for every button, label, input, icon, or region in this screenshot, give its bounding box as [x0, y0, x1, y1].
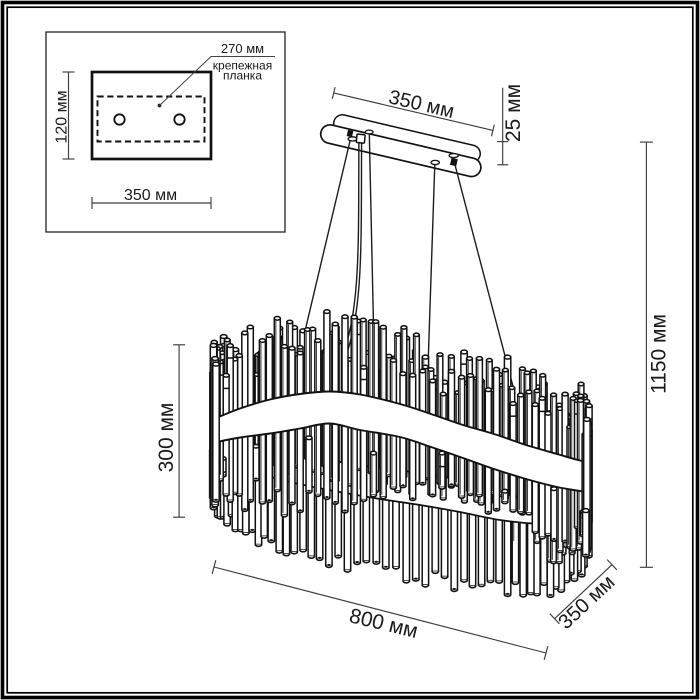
svg-text:планка: планка	[223, 69, 262, 83]
svg-text:25 мм: 25 мм	[502, 84, 525, 142]
svg-text:300 мм: 300 мм	[155, 403, 178, 473]
svg-text:крепежная: крепежная	[213, 59, 272, 73]
svg-text:350 мм: 350 мм	[124, 187, 177, 204]
svg-text:1150 мм: 1150 мм	[648, 314, 671, 394]
svg-text:120 мм: 120 мм	[54, 90, 71, 143]
svg-text:270 мм: 270 мм	[221, 41, 264, 56]
